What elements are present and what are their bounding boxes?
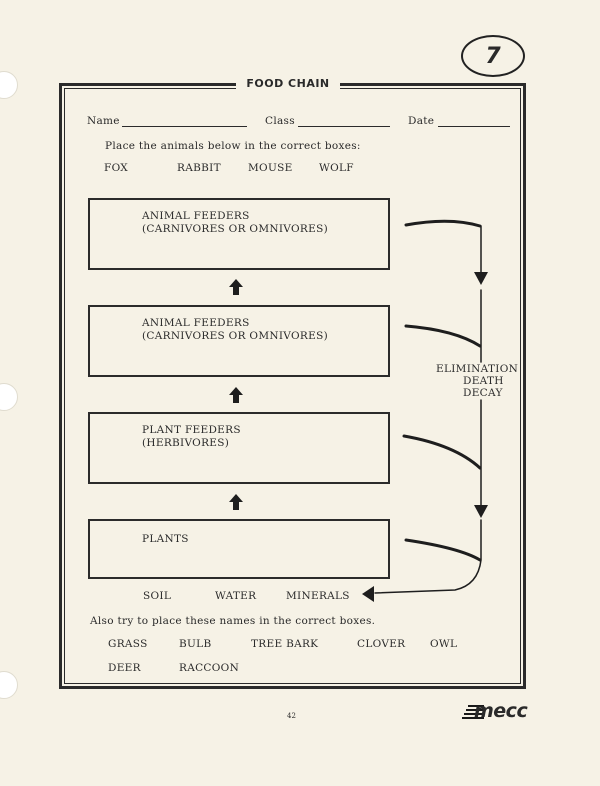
instructions-names: Also try to place these names in the cor…	[90, 615, 376, 627]
name-word: TREE BARK	[251, 638, 319, 650]
nutrient-word: SOIL	[143, 590, 172, 602]
animal-word: MOUSE	[248, 162, 293, 174]
name-field[interactable]	[122, 126, 247, 127]
name-word: GRASS	[108, 638, 148, 650]
box-title: ANIMAL FEEDERS	[142, 317, 250, 329]
animal-word: WOLF	[319, 162, 354, 174]
box-subtitle: (CARNIVORES OR OMNIVORES)	[142, 330, 328, 342]
nutrient-word: MINERALS	[286, 590, 350, 602]
page-number-badge: 7	[461, 35, 525, 77]
box-title: PLANTS	[142, 533, 189, 545]
instructions-animals: Place the animals below in the correct b…	[105, 140, 361, 152]
mecc-logo: mecc	[474, 700, 528, 722]
name-word: OWL	[430, 638, 458, 650]
page-title: FOOD CHAIN	[246, 77, 330, 90]
up-arrow-icon	[229, 387, 243, 403]
footer-page-number: 42	[287, 712, 296, 720]
date-label: Date	[408, 115, 435, 127]
up-arrow-icon	[229, 494, 243, 510]
class-label: Class	[265, 115, 295, 127]
box-animal-feeders-middle[interactable]: ANIMAL FEEDERS (CARNIVORES OR OMNIVORES)	[88, 305, 390, 377]
name-word: CLOVER	[357, 638, 406, 650]
date-field[interactable]	[438, 126, 510, 127]
left-arrow-icon	[362, 586, 374, 602]
down-arrow-icon	[474, 272, 488, 518]
box-subtitle: (CARNIVORES OR OMNIVORES)	[142, 223, 328, 235]
box-title: ANIMAL FEEDERS	[142, 210, 250, 222]
cycle-label: ELIMINATION	[436, 363, 519, 375]
cycle-label: DECAY	[463, 387, 503, 399]
cycle-label: DEATH	[463, 375, 504, 387]
nutrient-word: WATER	[215, 590, 257, 602]
box-plant-feeders[interactable]: PLANT FEEDERS (HERBIVORES)	[88, 412, 390, 484]
name-label: Name	[87, 115, 120, 127]
mecc-logo-stripes-icon	[462, 705, 484, 719]
box-title: PLANT FEEDERS	[142, 424, 241, 436]
box-animal-feeders-top[interactable]: ANIMAL FEEDERS (CARNIVORES OR OMNIVORES)	[88, 198, 390, 270]
class-field[interactable]	[298, 126, 390, 127]
name-word: BULB	[179, 638, 212, 650]
box-plants[interactable]: PLANTS	[88, 519, 390, 579]
name-word: RACCOON	[179, 662, 240, 674]
name-word: DEER	[108, 662, 141, 674]
animal-word: RABBIT	[177, 162, 221, 174]
animal-word: FOX	[104, 162, 129, 174]
up-arrow-icon	[229, 279, 243, 295]
box-subtitle: (HERBIVORES)	[142, 437, 230, 449]
